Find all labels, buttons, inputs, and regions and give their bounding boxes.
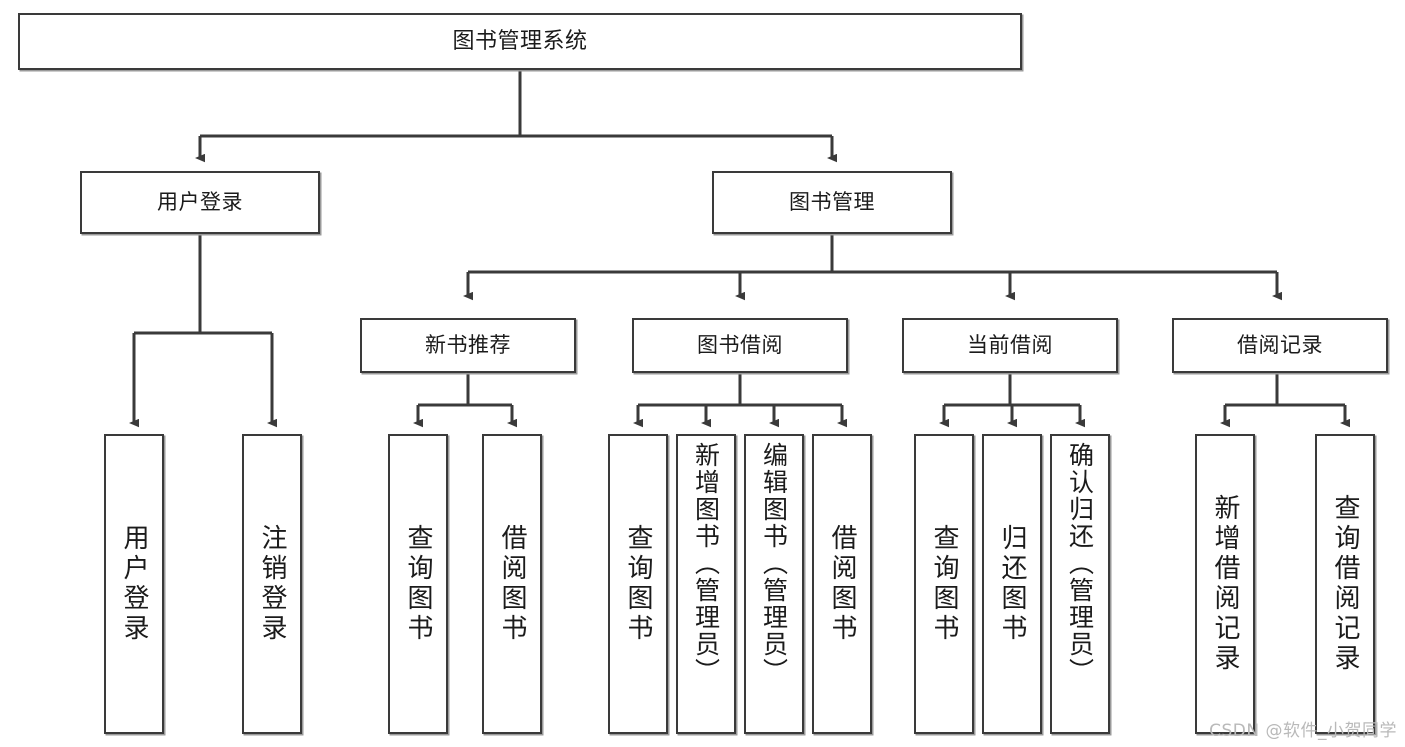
node-label: 查询借阅记录	[1330, 494, 1360, 674]
node-label: 查询图书	[623, 524, 653, 644]
leaf-logout[interactable]: 注销登录	[242, 434, 302, 734]
leaf-borrow-book[interactable]: 借阅图书	[812, 434, 872, 734]
node-borrow-record[interactable]: 借阅记录	[1172, 318, 1388, 373]
csdn-watermark: CSDN @软件_小贺同学	[1209, 721, 1397, 741]
node-book-borrow[interactable]: 图书借阅	[632, 318, 848, 373]
leaf-user-login[interactable]: 用户登录	[104, 434, 164, 734]
node-label: 当前借阅	[967, 333, 1053, 357]
leaf-edit-book-admin[interactable]: 编辑图书（管理员）	[744, 434, 804, 734]
node-label: 新增图书（管理员）	[691, 442, 721, 685]
leaf-query-book-current[interactable]: 查询图书	[914, 434, 974, 734]
node-label: 查询图书	[403, 524, 433, 644]
node-book-management[interactable]: 图书管理	[712, 171, 952, 234]
node-label: 归还图书	[997, 524, 1027, 644]
node-current-borrow[interactable]: 当前借阅	[902, 318, 1118, 373]
leaf-query-borrow-record[interactable]: 查询借阅记录	[1315, 434, 1375, 734]
leaf-query-book-borrow[interactable]: 查询图书	[608, 434, 668, 734]
node-root-book-management-system[interactable]: 图书管理系统	[18, 13, 1022, 70]
leaf-query-book-recommend[interactable]: 查询图书	[388, 434, 448, 734]
node-new-book-recommendation[interactable]: 新书推荐	[360, 318, 576, 373]
node-label: 查询图书	[929, 524, 959, 644]
leaf-add-borrow-record[interactable]: 新增借阅记录	[1195, 434, 1255, 734]
node-label: 借阅记录	[1237, 333, 1323, 357]
leaf-add-book-admin[interactable]: 新增图书（管理员）	[676, 434, 736, 734]
node-label: 注销登录	[257, 524, 287, 644]
node-label: 图书借阅	[697, 333, 783, 357]
node-label: 确认归还（管理员）	[1065, 442, 1095, 685]
node-label: 新增借阅记录	[1210, 494, 1240, 674]
node-label: 用户登录	[119, 524, 149, 644]
node-label: 借阅图书	[827, 524, 857, 644]
node-label: 图书管理系统	[452, 28, 588, 54]
leaf-borrow-book-recommend[interactable]: 借阅图书	[482, 434, 542, 734]
node-label: 新书推荐	[425, 333, 511, 357]
node-label: 借阅图书	[497, 524, 527, 644]
leaf-confirm-return-admin[interactable]: 确认归还（管理员）	[1050, 434, 1110, 734]
node-user-login[interactable]: 用户登录	[80, 171, 320, 234]
leaf-return-book[interactable]: 归还图书	[982, 434, 1042, 734]
node-label: 图书管理	[789, 190, 875, 214]
node-label: 用户登录	[157, 190, 243, 214]
node-label: 编辑图书（管理员）	[759, 442, 789, 685]
